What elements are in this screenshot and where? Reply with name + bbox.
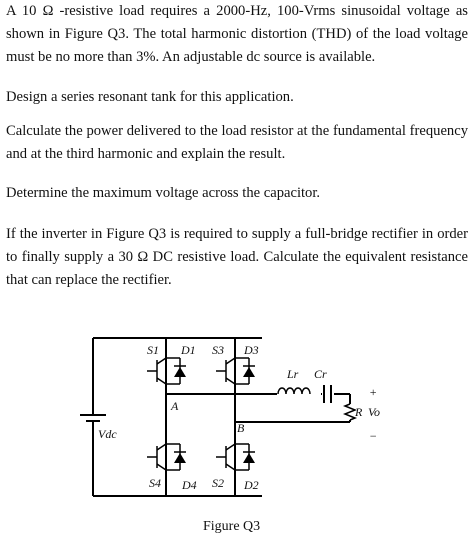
diode-d4	[166, 443, 186, 471]
figure-caption: Figure Q3	[203, 519, 260, 534]
task-equivalent-resistance: If the inverter in Figure Q3 is required…	[6, 226, 468, 288]
task-capacitor-voltage: Determine the maximum voltage across the…	[6, 185, 321, 201]
label-s3: S3	[212, 343, 224, 357]
resistor-r	[342, 403, 358, 421]
inductor-lr	[277, 387, 311, 395]
diode-d3	[235, 357, 255, 385]
label-s1: S1	[147, 343, 159, 357]
diode-d1	[166, 357, 186, 385]
figure-q3-circuit: S1 D1 S3 D3 S4 D4 S2 D2 A B Lr Cr R Vo +…	[80, 337, 380, 534]
label-cr: Cr	[314, 367, 327, 381]
task-design-tank: Design a series resonant tank for this a…	[6, 89, 294, 105]
label-d1: D1	[180, 343, 196, 357]
label-vdc: Vdc	[98, 427, 117, 441]
label-lr: Lr	[286, 367, 299, 381]
switch-s1	[147, 357, 167, 385]
label-s2: S2	[212, 476, 224, 490]
capacitor-cr	[322, 384, 334, 404]
label-d2: D2	[243, 478, 259, 492]
label-r: R	[354, 405, 363, 419]
label-d3: D3	[243, 343, 259, 357]
label-plus: +	[369, 385, 377, 399]
label-minus: −	[369, 429, 377, 443]
problem-statement: A 10 Ω -resistive load requires a 2000-H…	[6, 3, 468, 65]
label-vo: Vo	[368, 405, 380, 419]
switch-s3	[216, 357, 236, 385]
dc-source	[80, 338, 106, 496]
switch-s4	[147, 443, 167, 471]
switch-s2	[216, 443, 236, 471]
label-d4: D4	[181, 478, 197, 492]
task-calculate-power: Calculate the power delivered to the loa…	[6, 123, 468, 162]
node-a-label: A	[170, 399, 179, 413]
diode-d2	[235, 443, 255, 471]
label-s4: S4	[149, 476, 161, 490]
node-b-label: B	[237, 421, 245, 435]
